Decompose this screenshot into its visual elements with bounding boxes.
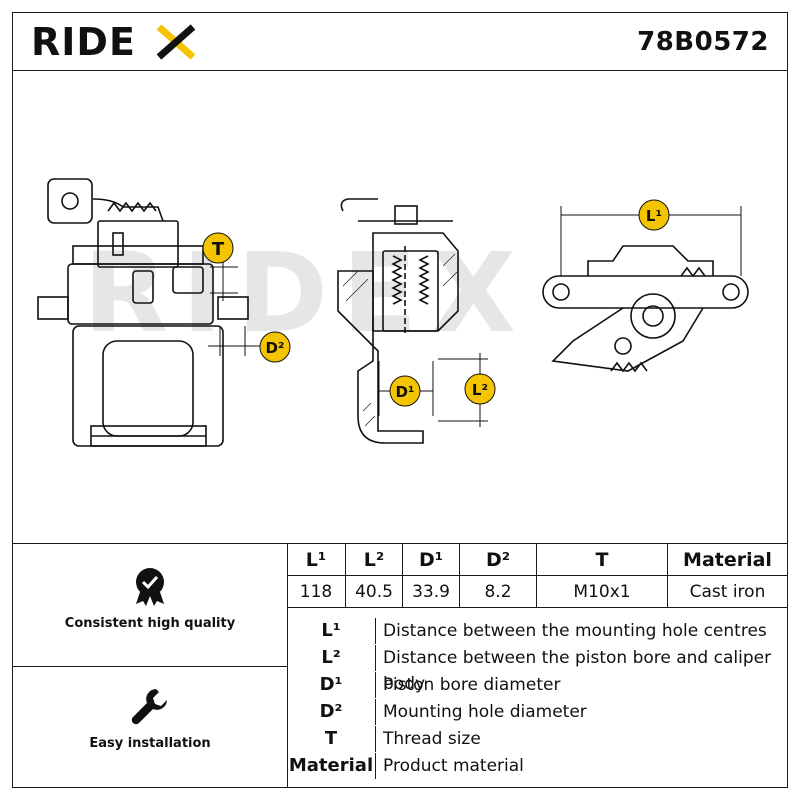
header: RIDE 78B0572 [13,13,787,71]
spec-header-d2: D² [459,544,537,576]
legend-key: D² [287,699,376,725]
legend-row: Material Product material [287,753,787,779]
callout-t: T [202,232,234,264]
spec-header-material: Material [667,544,787,576]
technical-drawing: RIDEX T [37,178,749,447]
legend-desc: Piston bore diameter [383,675,561,695]
spec-value-l1: 118 [287,575,346,608]
legend-key: Material [287,753,376,779]
legend-row: T Thread size [287,726,787,752]
feature-quality-label: Consistent high quality [64,616,236,631]
legend: L¹ Distance between the mounting hole ce… [287,610,787,788]
section-hatch [342,253,458,427]
info-section: Consistent high quality Easy installatio… [13,543,787,788]
ridex-logo: RIDE [31,21,196,63]
feature-installation: Easy installation [13,666,287,788]
legend-key: D¹ [287,672,376,698]
legend-key: T [287,726,376,752]
callout-l1-label: L¹ [646,207,662,225]
legend-row: D² Mounting hole diameter [287,699,787,725]
caliper-front-view [37,178,249,447]
spec-value-material: Cast iron [667,575,787,608]
spec-value-t: M10x1 [536,575,668,608]
callout-d2: D² [259,331,291,363]
quality-badge-icon [136,568,164,606]
legend-key: L¹ [287,618,376,644]
spec-header-t: T [536,544,668,576]
spec-header-l2: L² [345,544,403,576]
dimension-d2 [208,326,261,356]
callout-t-label: T [212,239,225,260]
spec-value-l2: 40.5 [345,575,403,608]
legend-desc: Product material [383,756,524,776]
legend-row: D¹ Piston bore diameter [287,672,787,698]
legend-desc: Thread size [383,729,481,749]
callout-l2: L² [464,373,496,405]
spec-value-d2: 8.2 [459,575,537,608]
legend-row: L² Distance between the piston bore and … [287,645,787,694]
spec-value-d1: 33.9 [402,575,460,608]
legend-desc: Distance between the mounting hole centr… [383,621,767,641]
caliper-rear-view [542,245,749,373]
spec-table: L¹ L² D¹ D² T Material 118 40.5 33.9 8.2… [287,544,787,608]
callout-l2-label: L² [472,381,488,399]
spec-header-l1: L¹ [287,544,346,576]
spec-header-d1: D¹ [402,544,460,576]
legend-desc: Mounting hole diameter [383,702,587,722]
legend-row: L¹ Distance between the mounting hole ce… [287,618,787,644]
features-column: Consistent high quality Easy installatio… [13,544,288,788]
spec-value-row: 118 40.5 33.9 8.2 M10x1 Cast iron [287,575,787,608]
legend-key: L² [287,645,376,671]
callout-d1: D¹ [389,375,421,407]
watermark-text: RIDEX [83,229,530,357]
part-number: 78B0572 [637,27,769,57]
logo-x-mark [156,24,196,60]
callout-l1: L¹ [638,199,670,231]
feature-quality: Consistent high quality [13,544,287,667]
dimension-t [210,259,238,301]
callout-d2-label: D² [265,339,284,357]
product-sheet: RIDE 78B0572 RIDEX [12,12,788,788]
feature-installation-label: Easy installation [89,736,211,751]
legend-desc: Distance between the piston bore and cal… [383,648,772,694]
svg-text:RIDE: RIDE [31,21,136,63]
spec-header-row: L¹ L² D¹ D² T Material [287,544,787,576]
wrench-icon [131,689,167,725]
callout-d1-label: D¹ [395,383,414,401]
caliper-section-view [337,198,459,444]
